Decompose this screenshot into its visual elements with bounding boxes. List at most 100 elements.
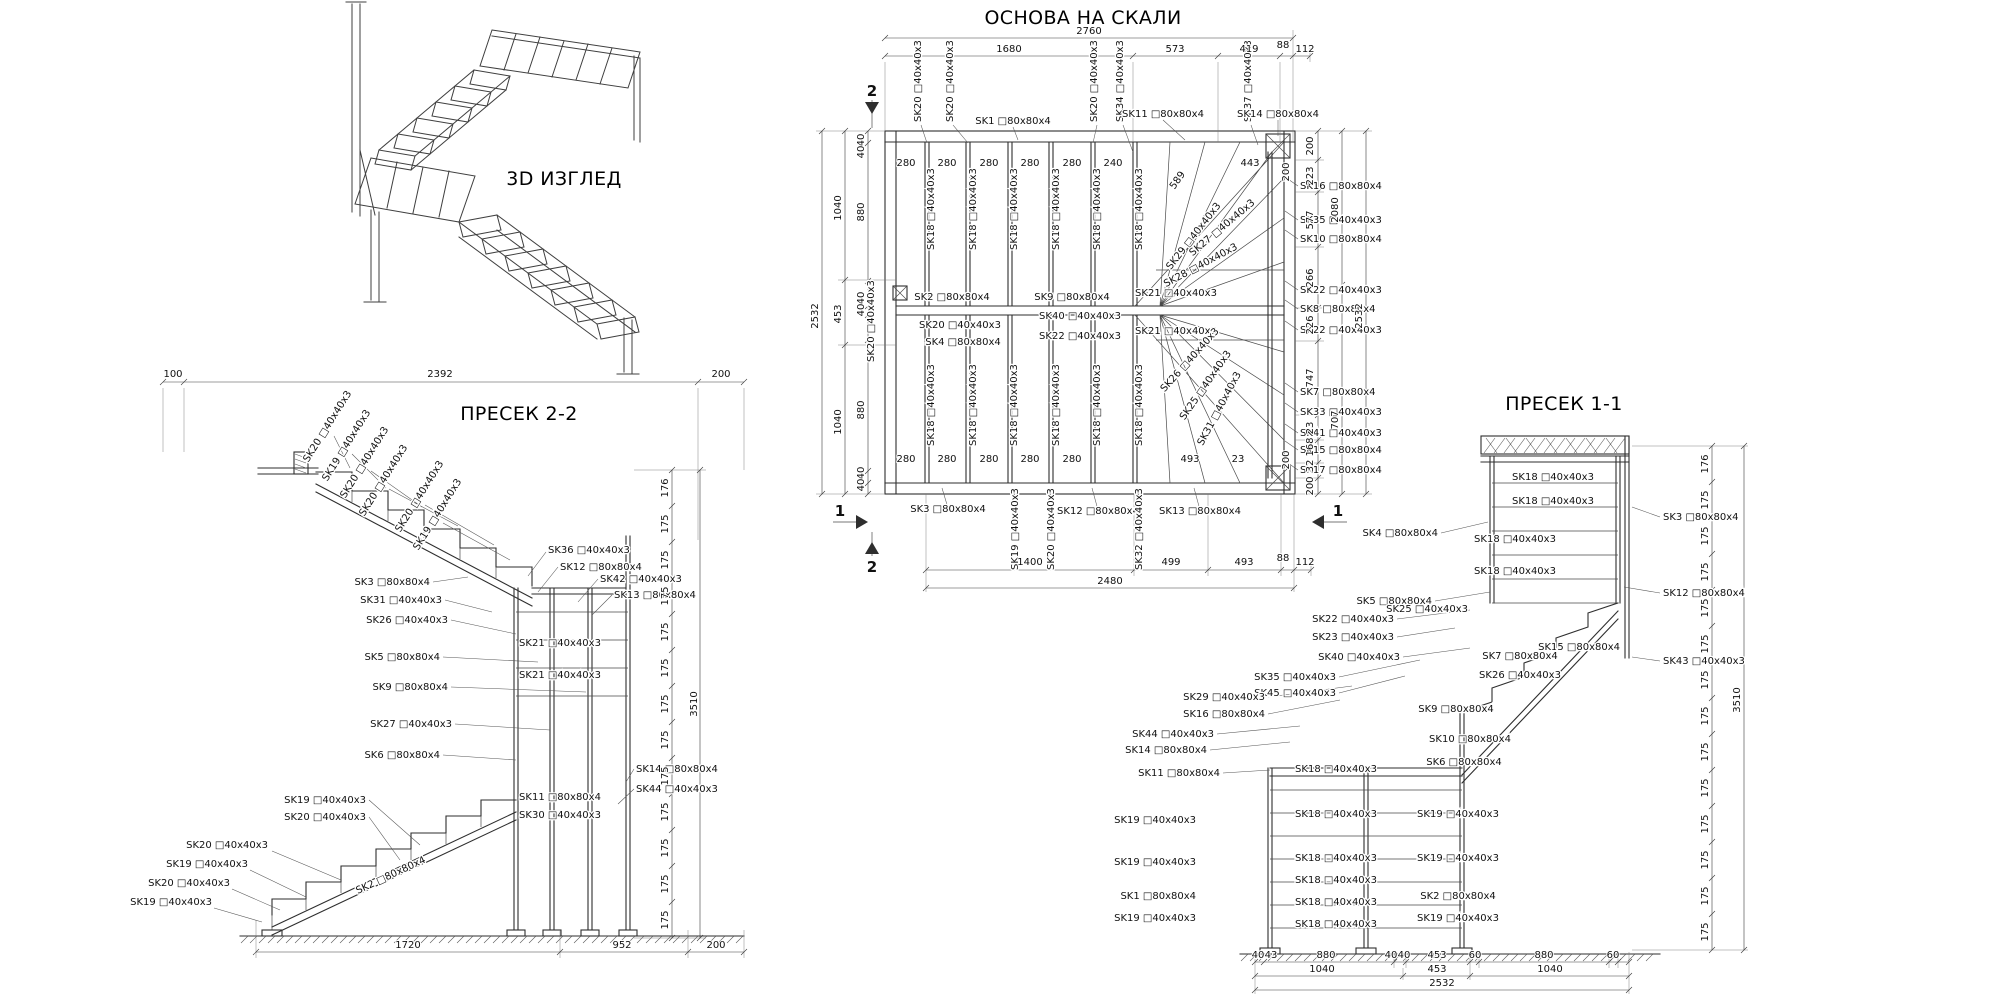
ground-hatch — [537, 935, 546, 944]
ground-hatch — [267, 935, 276, 944]
ground-hatch — [663, 935, 672, 944]
plan-column-left-mid — [892, 285, 908, 301]
section-marker-label: 1 — [1333, 502, 1343, 520]
plan-mid-beam — [895, 305, 1285, 316]
plan-right-member — [1267, 151, 1273, 479]
wall-hatch — [294, 458, 307, 464]
ground-hatch — [501, 935, 510, 944]
plan-leader-lines — [920, 119, 1299, 511]
part-label: SK45 □40x40x3 — [1254, 688, 1336, 699]
dimension-label: 1040 — [833, 195, 844, 220]
dimension-tick — [1708, 514, 1716, 522]
part-label: SK19 □40x40x3 — [1114, 913, 1196, 924]
sec11-winder-stringer — [1461, 610, 1619, 784]
sec11-footing — [1259, 947, 1281, 955]
ground-hatch — [1447, 953, 1456, 962]
ground-hatch — [1402, 953, 1411, 962]
dimension-label: 175 — [660, 622, 671, 641]
ground-hatch — [1573, 953, 1582, 962]
part-label: SK21 □40x40x3 — [519, 638, 601, 649]
ground-hatch — [429, 935, 438, 944]
dimension-label: 200 — [706, 940, 725, 951]
ground-hatch — [1483, 953, 1492, 962]
dimension-tick — [1314, 156, 1322, 164]
sec22-landing-beam — [531, 587, 627, 595]
ground-hatch — [1438, 953, 1447, 962]
ground-hatch — [645, 935, 654, 944]
ground-hatch — [591, 935, 600, 944]
part-label: SK20 □40x40x3 — [1089, 40, 1100, 122]
dimension-label: 443 — [1240, 158, 1259, 169]
dimension-label: 880 — [1534, 950, 1553, 961]
dimension-label: 1040 — [833, 409, 844, 434]
dimension-label: 40 — [856, 146, 867, 159]
dimension-label: 175 — [660, 766, 671, 785]
dimension-tick — [1625, 986, 1633, 994]
part-label: SK17 □80x80x4 — [1300, 465, 1382, 476]
part-label: SK18 □40x40x3 — [968, 364, 979, 446]
part-label: SK7 □80x80x4 — [1300, 387, 1376, 398]
dimension-tick — [1708, 622, 1716, 630]
section-marker-arrow — [856, 515, 868, 529]
ground-hatch — [1339, 953, 1348, 962]
part-label: SK1 □80x80x4 — [975, 116, 1051, 127]
slab-hatch — [1505, 437, 1518, 454]
sec11-winder-steps — [1461, 602, 1619, 713]
dimension-tick — [1290, 566, 1298, 574]
ground-hatch — [690, 935, 699, 944]
wall-hatch — [294, 468, 307, 474]
dimension-tick — [1475, 958, 1483, 966]
dimension-tick — [668, 934, 676, 942]
dimension-label: 880 — [856, 202, 867, 221]
dimension-label: 2392 — [427, 369, 452, 380]
dimension-tick — [1708, 730, 1716, 738]
dimension-tick — [668, 862, 676, 870]
part-label: SK21 □40x40x3 — [1135, 288, 1217, 299]
sec11-ladder-posts — [1267, 711, 1465, 949]
ground-hatch — [330, 935, 339, 944]
ground-hatch — [717, 935, 726, 944]
dimension-tick — [1399, 972, 1407, 980]
dimension-label: 175 — [1700, 634, 1711, 653]
dimension-label: 175 — [1700, 598, 1711, 617]
dimension-label: 40 — [856, 467, 867, 480]
plan-geometry — [884, 130, 1296, 495]
dimension-label: 280 — [1020, 454, 1039, 465]
plan-fan-upper — [1134, 141, 1285, 307]
sec22-lower-steps — [271, 799, 517, 916]
ground-hatch — [384, 935, 393, 944]
dimension-label: 280 — [979, 158, 998, 169]
dimension-label: 175 — [660, 586, 671, 605]
part-label: SK22 □40x40x3 — [1300, 325, 1382, 336]
dimension-label: 3510 — [1732, 687, 1743, 712]
dimension-label: 493 — [1180, 454, 1199, 465]
plan-column-top-right-x — [1265, 133, 1291, 159]
slab-hatch — [1483, 437, 1496, 454]
dimension-label: 280 — [1062, 158, 1081, 169]
section-marker-arrow — [1312, 515, 1324, 529]
ground-hatch — [1510, 953, 1519, 962]
dimension-tick — [696, 934, 704, 942]
part-label: SK18 □40x40x3 — [926, 168, 937, 250]
dimension-tick — [1314, 436, 1322, 444]
dimension-tick — [841, 127, 849, 135]
part-label: SK23 □40x40x3 — [1312, 632, 1394, 643]
part-label: SK32 □40x40x3 — [1134, 488, 1145, 570]
part-label: SK20 □40x40x3 — [186, 840, 268, 851]
part-label: SK20 □40x40x3 — [866, 280, 877, 362]
sec22-upper-step-posts — [351, 491, 497, 578]
ground-hatch — [1384, 953, 1393, 962]
dimension-label: 176 — [660, 478, 671, 497]
ground-hatch — [1519, 953, 1528, 962]
part-label: SK14 □80x80x4 — [636, 764, 718, 775]
dimension-tick — [1625, 972, 1633, 980]
ground-hatch — [411, 935, 420, 944]
dimension-tick — [1390, 958, 1398, 966]
sec11-ladder-top-beam — [1269, 767, 1463, 777]
dimension-tick — [668, 718, 676, 726]
slab-hatch — [1525, 437, 1538, 454]
dimension-label: 2532 — [1354, 303, 1365, 328]
